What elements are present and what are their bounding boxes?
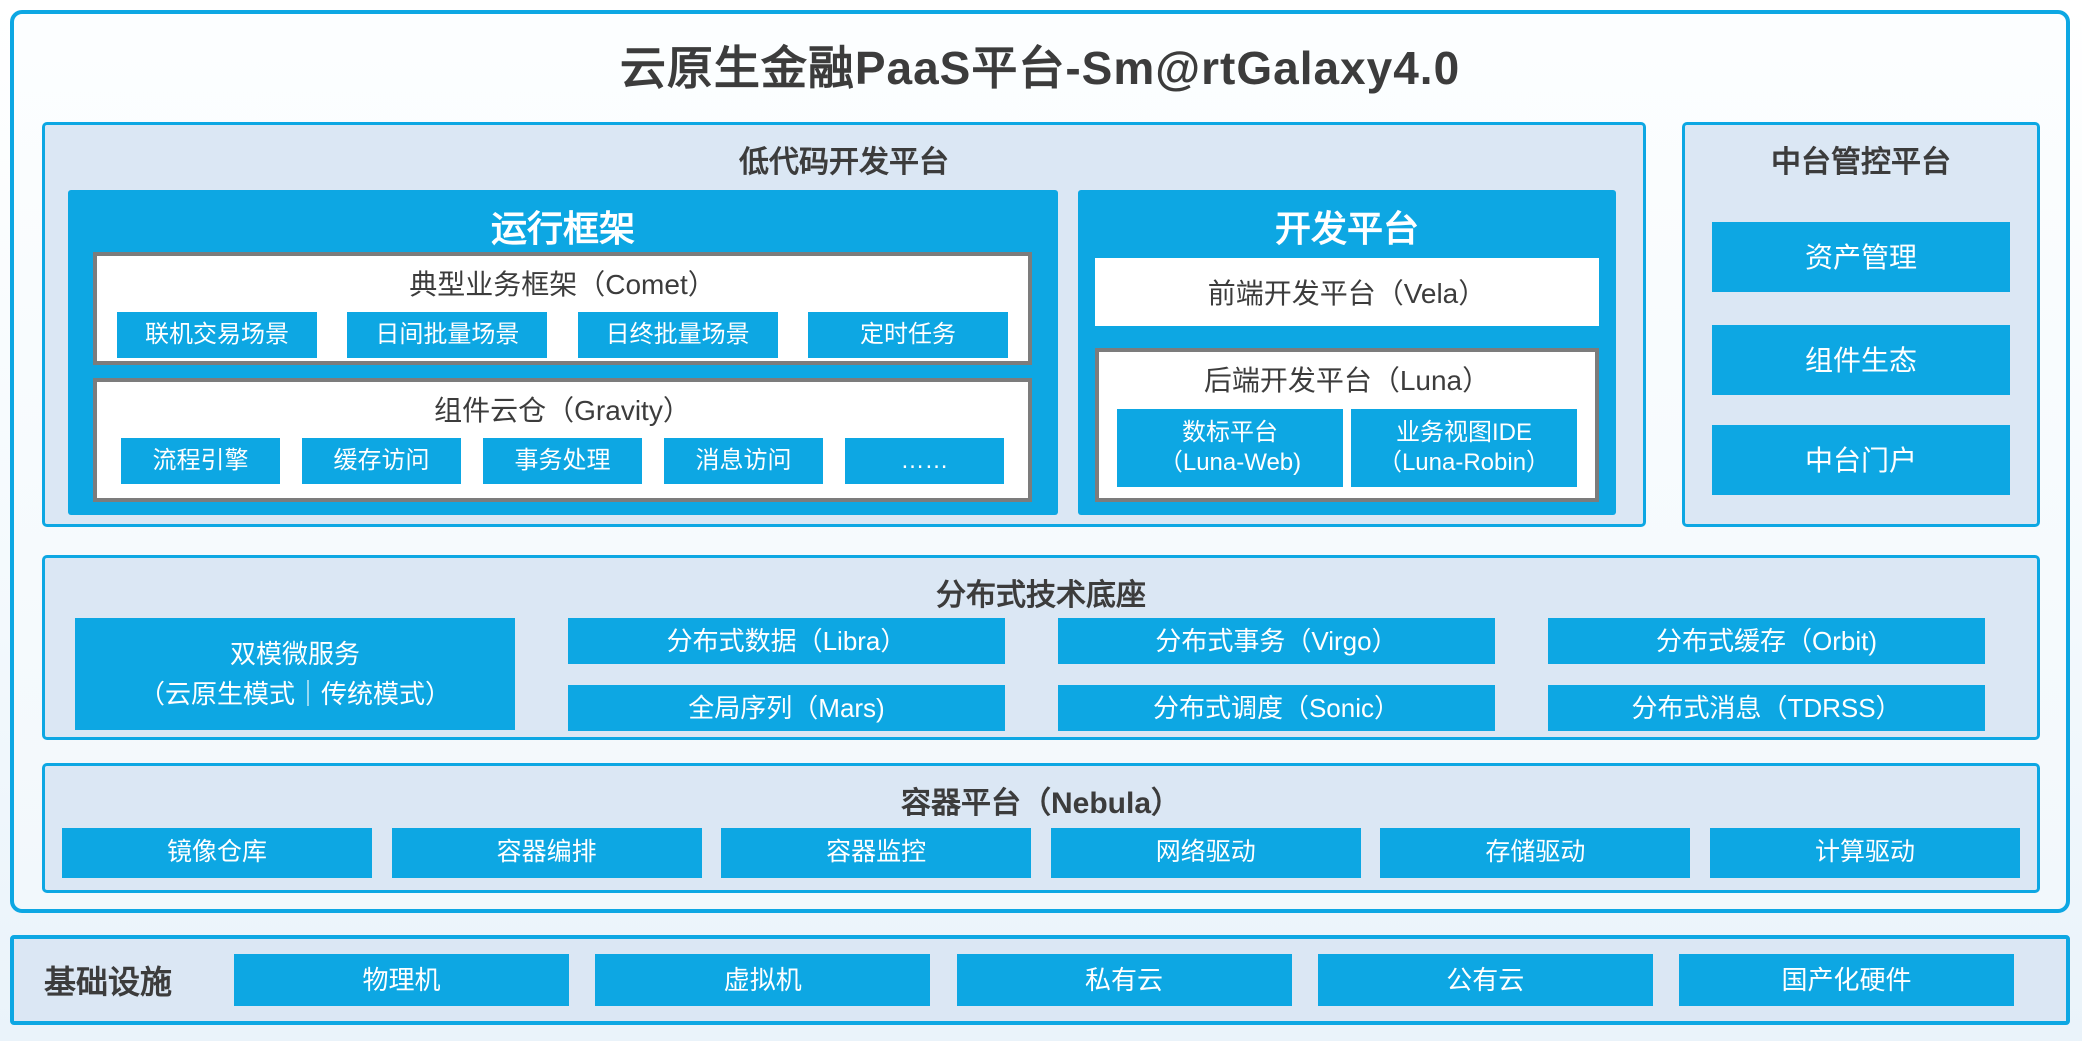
luna-item-robin-subtitle: （Luna-Robin） <box>1377 449 1551 476</box>
comet-item-scheduled-task: 定时任务 <box>807 312 1008 358</box>
comet-box: 典型业务框架（Comet） 联机交易场景 日间批量场景 日终批量场景 定时任务 <box>93 252 1032 365</box>
mid-platform-panel: 中台管控平台 资产管理 组件生态 中台门户 <box>1682 122 2040 527</box>
infra-item-private-cloud: 私有云 <box>956 954 1292 1006</box>
distributed-transaction-virgo: 分布式事务（Virgo） <box>1058 618 1495 664</box>
mid-platform-header: 中台管控平台 <box>1771 146 1951 179</box>
runtime-framework-header: 运行框架 <box>490 208 635 249</box>
container-platform-header: 容器平台（Nebula） <box>900 787 1182 820</box>
gravity-item-more: …… <box>845 438 1004 484</box>
distributed-message-tdrss: 分布式消息（TDRSS） <box>1548 685 1985 731</box>
vela-box: 前端开发平台（Vela） <box>1095 258 1599 326</box>
container-items-row: 镜像仓库 容器编排 容器监控 网络驱动 存储驱动 计算驱动 <box>62 828 2020 878</box>
gravity-item-process-engine: 流程引擎 <box>121 438 280 484</box>
global-sequence-mars: 全局序列（Mars) <box>568 685 1005 731</box>
distributed-cache-orbit: 分布式缓存（Orbit) <box>1548 618 1985 664</box>
infrastructure-panel: 基础设施 物理机 虚拟机 私有云 公有云 国产化硬件 <box>10 935 2070 1025</box>
container-item-compute-driver: 计算驱动 <box>1709 828 2020 878</box>
distributed-data-libra: 分布式数据（Libra） <box>568 618 1005 664</box>
infra-item-virtual-machine: 虚拟机 <box>595 954 931 1006</box>
luna-item-robin-title: 业务视图IDE <box>1395 419 1532 446</box>
container-item-storage-driver: 存储驱动 <box>1380 828 1691 878</box>
infrastructure-header: 基础设施 <box>44 964 173 1000</box>
page-title: 云原生金融PaaS平台-Sm@rtGalaxy4.0 <box>619 42 1461 94</box>
gravity-items-row: 流程引擎 缓存访问 事务处理 消息访问 …… <box>121 438 1004 484</box>
luna-item-robin: 业务视图IDE （Luna-Robin） <box>1351 409 1577 487</box>
low-code-platform-header: 低代码开发平台 <box>739 146 949 179</box>
comet-item-online-trading: 联机交易场景 <box>117 312 317 358</box>
gravity-item-cache-access: 缓存访问 <box>302 438 461 484</box>
gravity-header: 组件云仓（Gravity） <box>434 395 691 426</box>
mid-platform-item-asset-management: 资产管理 <box>1712 222 2010 292</box>
container-item-monitoring: 容器监控 <box>721 828 1032 878</box>
dual-mode-microservice-block: 双模微服务 （云原生模式｜传统模式） <box>75 618 515 730</box>
gravity-item-transaction: 事务处理 <box>483 438 642 484</box>
gravity-box: 组件云仓（Gravity） 流程引擎 缓存访问 事务处理 消息访问 …… <box>93 378 1032 502</box>
dev-platform-header: 开发平台 <box>1274 208 1419 249</box>
container-item-network-driver: 网络驱动 <box>1050 828 1361 878</box>
luna-item-web-title: 数标平台 <box>1182 419 1278 446</box>
container-item-orchestration: 容器编排 <box>391 828 702 878</box>
mid-platform-item-component-ecosystem: 组件生态 <box>1712 325 2010 395</box>
distributed-base-header: 分布式技术底座 <box>936 579 1146 612</box>
dual-mode-line2: （云原生模式｜传统模式） <box>138 679 451 709</box>
distributed-base-panel: 分布式技术底座 双模微服务 （云原生模式｜传统模式） 分布式数据（Libra） … <box>42 555 2040 740</box>
luna-box: 后端开发平台（Luna） 数标平台 （Luna-Web) 业务视图IDE （Lu… <box>1095 348 1599 502</box>
distributed-scheduling-sonic: 分布式调度（Sonic） <box>1058 685 1495 731</box>
infra-item-domestic-hardware: 国产化硬件 <box>1679 954 2014 1006</box>
comet-item-daytime-batch: 日间批量场景 <box>347 312 548 358</box>
luna-items-row: 数标平台 （Luna-Web) 业务视图IDE （Luna-Robin） <box>1117 409 1577 487</box>
low-code-platform-panel: 低代码开发平台 运行框架 典型业务框架（Comet） 联机交易场景 日间批量场景… <box>42 122 1646 527</box>
luna-item-web-subtitle: （Luna-Web) <box>1158 449 1302 476</box>
gravity-item-message-access: 消息访问 <box>664 438 823 484</box>
infra-item-physical-machine: 物理机 <box>234 954 569 1006</box>
container-item-image-registry: 镜像仓库 <box>62 828 372 878</box>
dual-mode-line1: 双模微服务 <box>229 638 360 669</box>
comet-items-row: 联机交易场景 日间批量场景 日终批量场景 定时任务 <box>117 312 1008 358</box>
comet-item-eod-batch: 日终批量场景 <box>577 312 778 358</box>
dev-platform-panel: 开发平台 前端开发平台（Vela） 后端开发平台（Luna） 数标平台 （Lun… <box>1078 190 1616 515</box>
main-frame: 云原生金融PaaS平台-Sm@rtGalaxy4.0 低代码开发平台 运行框架 … <box>10 10 2070 913</box>
infra-item-public-cloud: 公有云 <box>1317 954 1653 1006</box>
runtime-framework-panel: 运行框架 典型业务框架（Comet） 联机交易场景 日间批量场景 日终批量场景 … <box>68 190 1058 515</box>
mid-platform-item-portal: 中台门户 <box>1712 425 2010 495</box>
luna-item-web: 数标平台 （Luna-Web) <box>1117 409 1343 487</box>
luna-header: 后端开发平台（Luna） <box>1203 365 1491 396</box>
infrastructure-items-row: 物理机 虚拟机 私有云 公有云 国产化硬件 <box>234 954 2014 1006</box>
comet-header: 典型业务框架（Comet） <box>409 269 716 300</box>
container-platform-panel: 容器平台（Nebula） 镜像仓库 容器编排 容器监控 网络驱动 存储驱动 计算… <box>42 763 2040 893</box>
